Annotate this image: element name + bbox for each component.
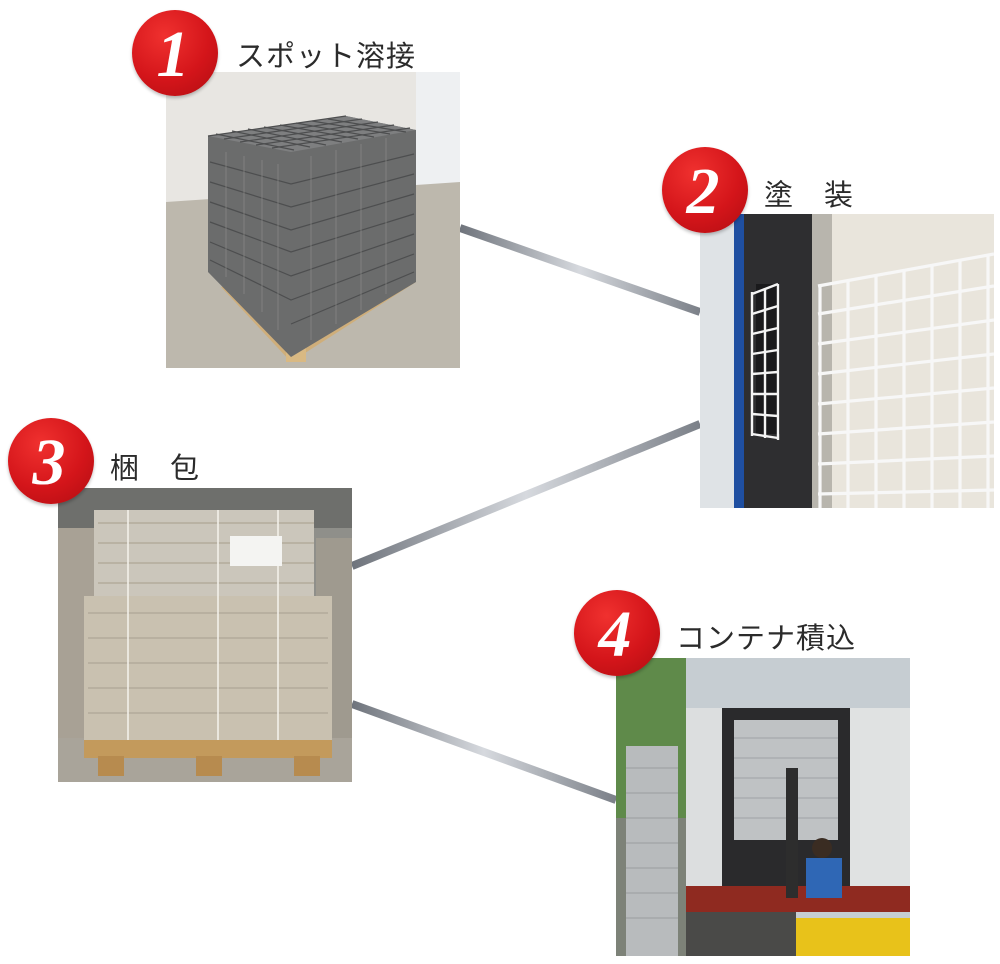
step-1-label: スポット溶接: [236, 39, 417, 73]
packing-photo: [58, 488, 352, 782]
step-1-badge: 1: [132, 10, 218, 96]
welding-photo: [166, 72, 460, 368]
step-4-label: コンテナ積込: [676, 621, 857, 655]
painting-photo: [700, 214, 994, 508]
step-3-badge: 3: [8, 418, 94, 504]
step-2-number: 2: [686, 155, 720, 228]
step-2-label: 塗 装: [764, 178, 855, 212]
step-4-number: 4: [598, 598, 632, 671]
step-4-badge: 4: [574, 590, 660, 676]
step-3-label: 梱 包: [110, 451, 201, 485]
connector-3-4: [350, 700, 618, 804]
step-3-number: 3: [32, 426, 66, 499]
step-2-badge: 2: [662, 147, 748, 233]
step-1-number: 1: [156, 18, 190, 91]
connector-1-2: [458, 224, 702, 316]
loading-photo: [616, 658, 910, 956]
connector-2-3: [350, 420, 702, 570]
